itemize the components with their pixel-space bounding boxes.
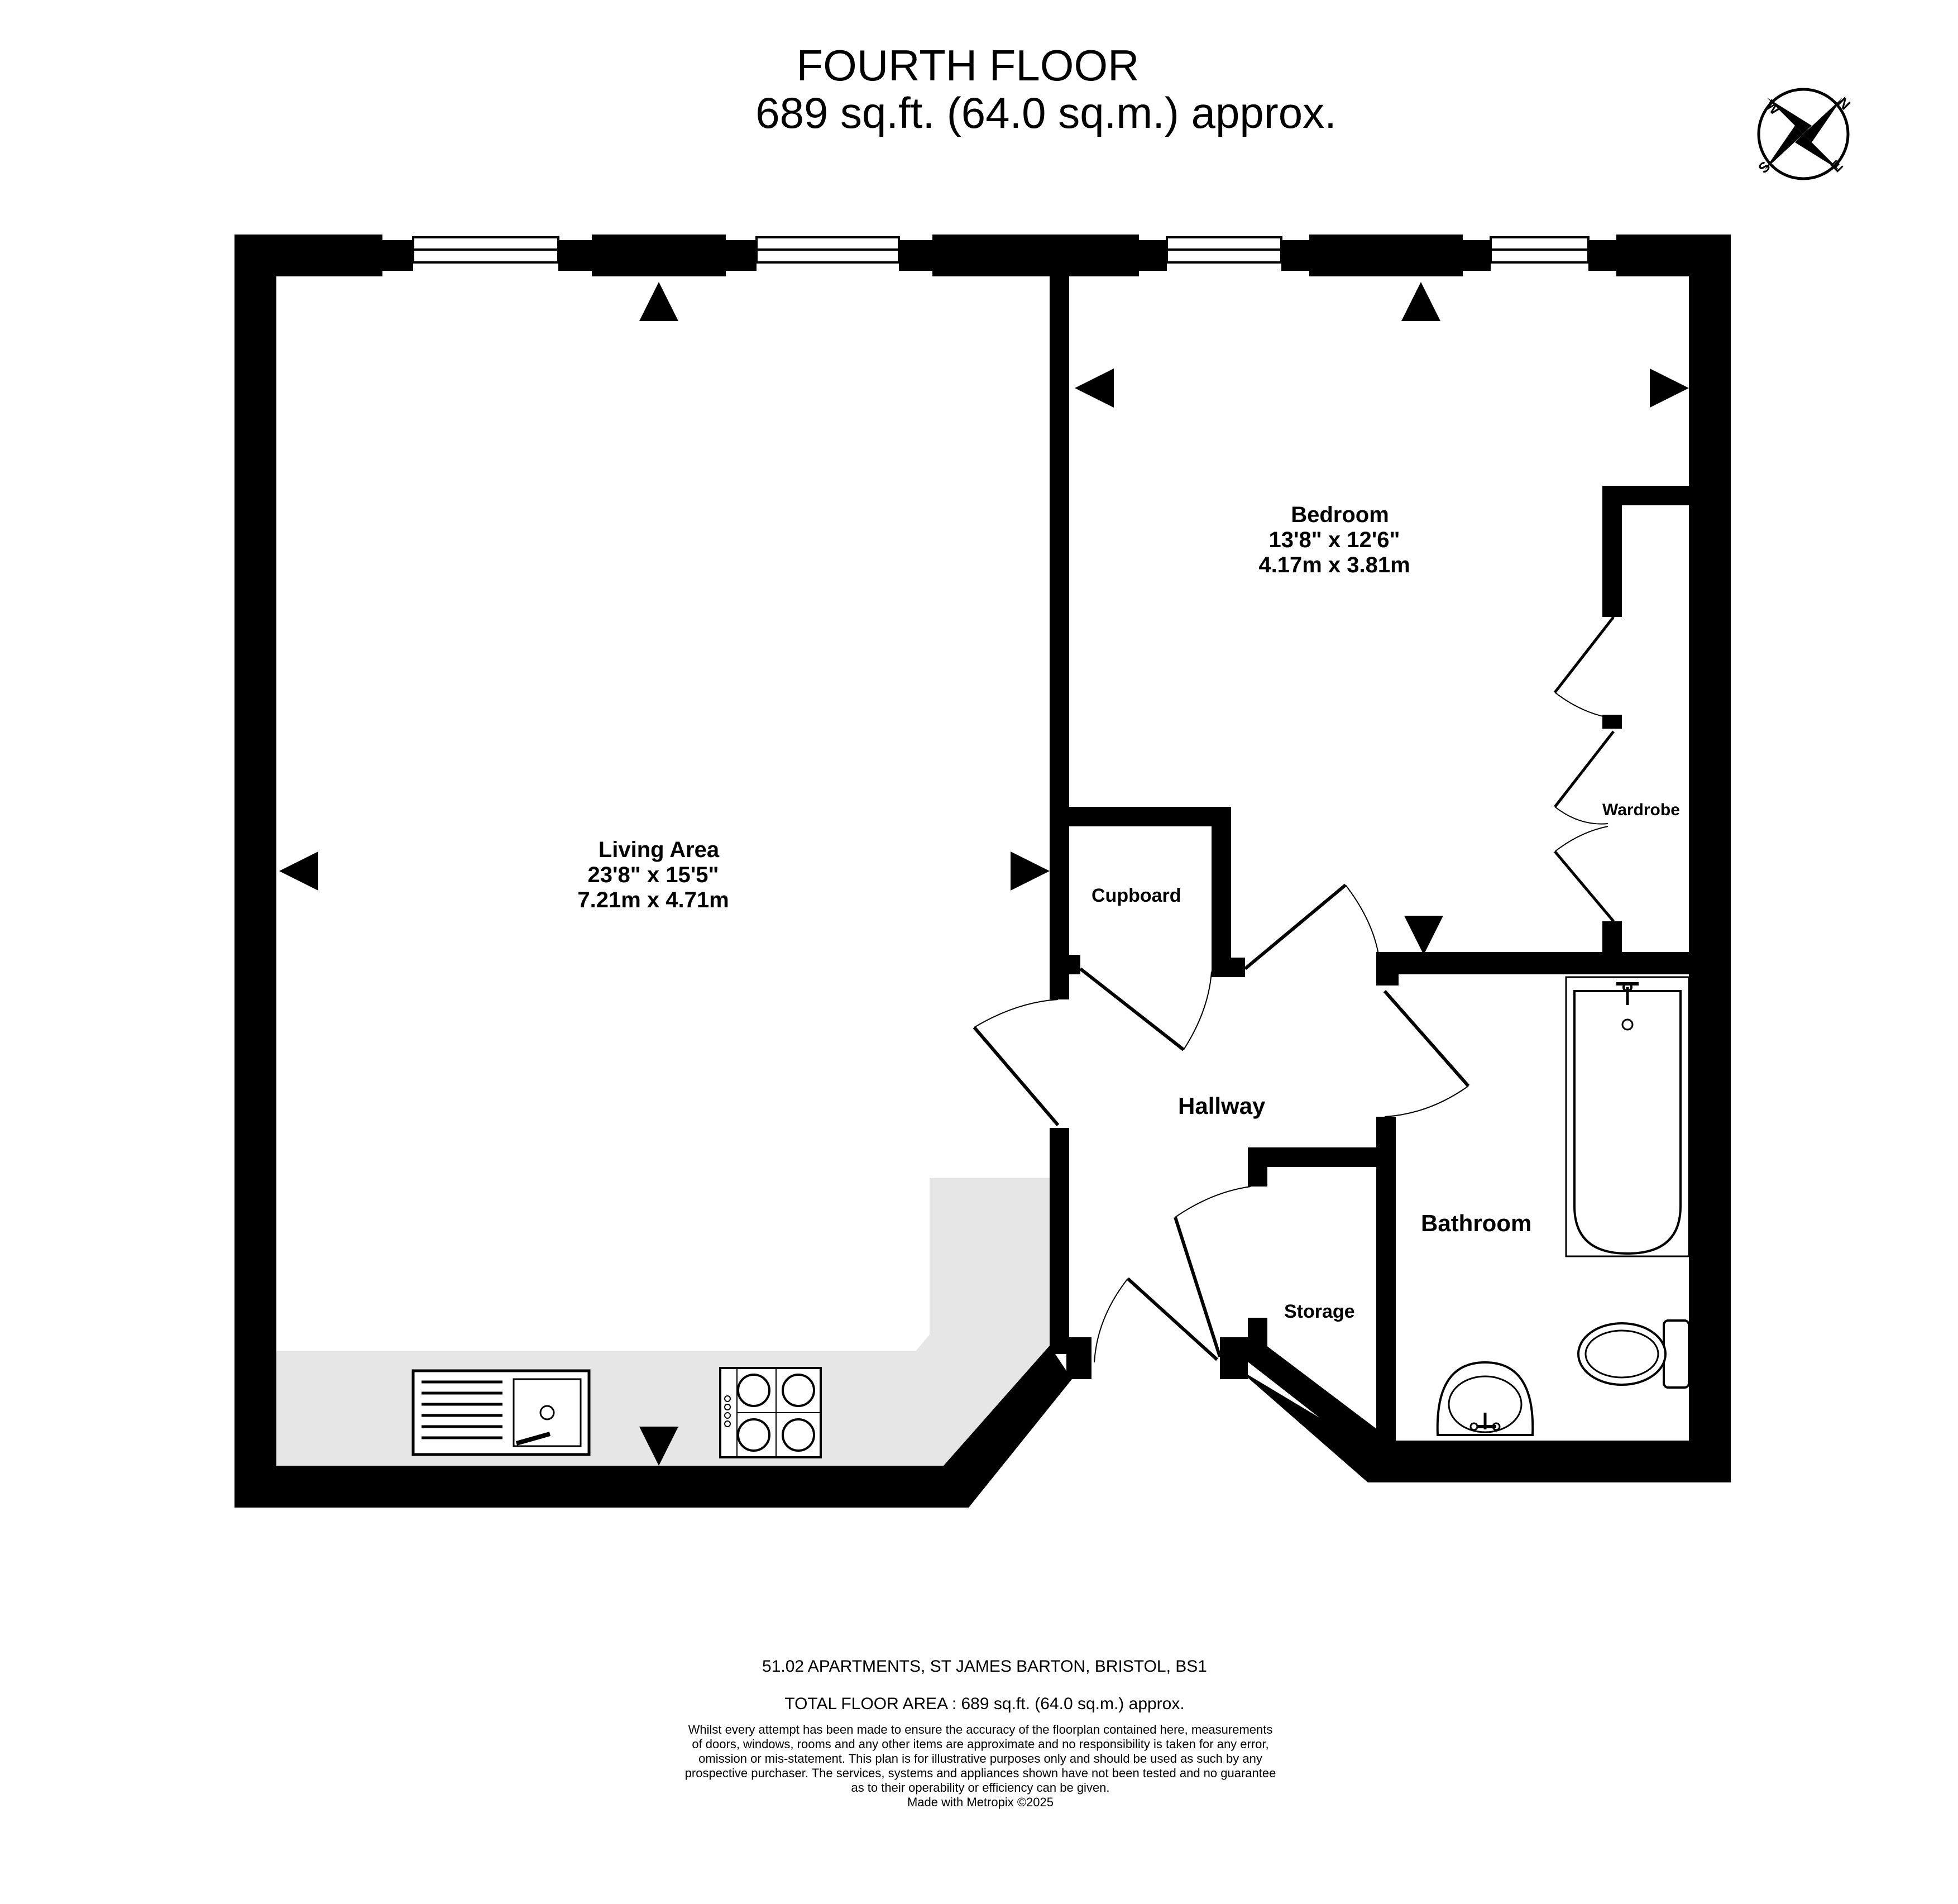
label-small-rooms: Cupboard Wardrobe Hallway Bathroom Stora… [1091,801,1680,1322]
entry-door [1094,1277,1219,1363]
storage-door-drawn [1174,1186,1251,1357]
cupboard-label: Cupboard [1091,885,1181,906]
total-floor-area: TOTAL FLOOR AREA : 689 sq.ft. (64.0 sq.m… [784,1695,1185,1713]
windows [412,236,1590,264]
storage-label: Storage [1284,1301,1355,1322]
bedroom-metric: 4.17m x 3.81m [1258,553,1410,577]
floor-area: 689 sq.ft. (64.0 sq.m.) approx. [755,88,1337,137]
kitchen-counter [276,1178,1050,1466]
floor-title: FOURTH FLOOR [796,41,1140,90]
arrow-up-icon [639,282,678,321]
arrow-up-icon [1401,282,1440,321]
wardrobe-doors [1554,616,1615,922]
living-area-imperial: 23'8" x 15'5" [588,863,719,887]
doors [973,883,1470,1126]
compass-w: W [1762,97,1784,118]
compass-n: N [1835,94,1854,113]
living-area-metric: 7.21m x 4.71m [577,888,729,912]
arrow-right-icon [1011,851,1050,891]
hob-icon [719,1367,822,1458]
compass-e: E [1827,157,1846,175]
disclaimer-line: prospective purchaser. The services, sys… [684,1766,1276,1780]
walls [234,235,1731,1508]
address: 51.02 APARTMENTS, ST JAMES BARTON, BRIST… [762,1657,1207,1676]
credit: Made with Metropix ©2025 [907,1795,1054,1809]
arrow-right-icon [1650,369,1689,408]
bath-icon [1565,976,1690,1257]
arrow-down-icon [1404,916,1443,955]
disclaimer-line: of doors, windows, rooms and any other i… [692,1737,1269,1751]
disclaimer-line: omission or mis-statement. This plan is … [698,1752,1262,1766]
wardrobe-label: Wardrobe [1602,801,1680,819]
arrow-left-icon [279,851,318,891]
label-bedroom: Bedroom 13'8" x 12'6" 4.17m x 3.81m [1258,503,1410,577]
bedroom-imperial: 13'8" x 12'6" [1269,528,1400,552]
disclaimer: Whilst every attempt has been made to en… [617,1723,1343,1810]
disclaimer-line: as to their operability or efficiency ca… [851,1781,1110,1795]
arrow-left-icon [1075,369,1114,408]
label-living-area: Living Area 23'8" x 15'5" 7.21m x 4.71m [577,838,729,912]
basin-icon [1436,1361,1534,1436]
hallway-label: Hallway [1178,1093,1266,1119]
bedroom-name: Bedroom [1291,503,1389,527]
compass-s: S [1755,158,1773,176]
living-area-name: Living Area [599,838,720,862]
sink-icon [411,1369,591,1456]
arrow-down-icon [639,1427,678,1466]
toilet-icon [1577,1319,1690,1389]
bathroom-label: Bathroom [1421,1210,1531,1236]
direction-arrows [279,282,1689,1466]
compass-icon: N E S W [1755,88,1854,180]
disclaimer-line: Whilst every attempt has been made to en… [688,1723,1273,1736]
